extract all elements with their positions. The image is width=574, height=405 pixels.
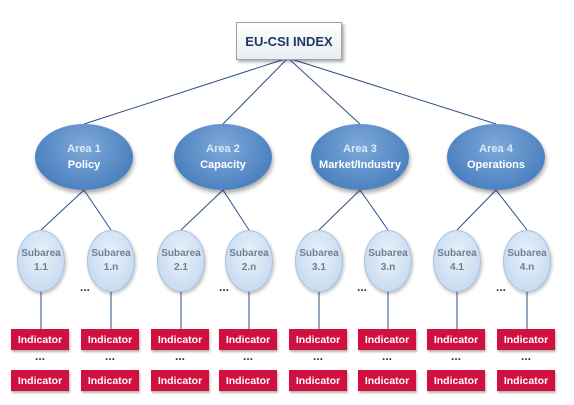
indicator-1-1-top: Indicator (11, 329, 69, 350)
indicator-3-1-bottom: Indicator (289, 370, 347, 391)
subarea-node-1-1: Subarea 1.1 (17, 230, 65, 292)
area-3-number: Area 3 (343, 142, 377, 155)
indicator-4-n-bottom: Indicator (497, 370, 555, 391)
root-node: EU-CSI INDEX (236, 22, 342, 60)
area-2-to-subarea-n-line (222, 189, 250, 231)
indicator-ellipsis-4-1: ... (450, 349, 461, 363)
indicator-ellipsis-1-n: ... (104, 349, 115, 363)
subarea-node-2-n: Subarea 2.n (225, 230, 273, 292)
subarea-label: Subarea (507, 247, 547, 259)
subarea-label: Subarea (91, 247, 131, 259)
subarea-label: Subarea (299, 247, 339, 259)
area-4-number: Area 4 (479, 142, 513, 155)
indicator-1-n-top: Indicator (81, 329, 139, 350)
root-to-area-2-line (222, 57, 289, 125)
subarea-node-1-n: Subarea 1.n (87, 230, 135, 292)
root-label: EU-CSI INDEX (245, 33, 333, 49)
area-node-3: Area 3 Market/Industry (311, 124, 409, 190)
indicator-4-n-top: Indicator (497, 329, 555, 350)
indicator-4-1-bottom: Indicator (427, 370, 485, 391)
indicator-4-1-top: Indicator (427, 329, 485, 350)
area-2-number: Area 2 (206, 142, 240, 155)
subarea-id: 3.n (380, 262, 396, 273)
subarea-label: Subarea (368, 247, 408, 259)
subarea-ellipsis-1: ... (79, 280, 90, 294)
indicator-3-n-top: Indicator (358, 329, 416, 350)
subarea-id: 3.1 (312, 262, 326, 273)
area-1-number: Area 1 (67, 142, 101, 155)
indicator-ellipsis-2-n: ... (242, 349, 253, 363)
area-3-name: Market/Industry (319, 159, 401, 171)
indicator-ellipsis-1-1: ... (34, 349, 45, 363)
subarea-id: 4.n (519, 262, 535, 273)
area-1-to-subarea-1-line (40, 189, 85, 231)
subarea-node-2-1: Subarea 2.1 (157, 230, 205, 292)
root-to-area-1-line (83, 57, 289, 125)
area-3-to-subarea-n-line (359, 189, 389, 231)
subarea-node-3-1: Subarea 3.1 (295, 230, 343, 292)
subarea-ellipsis-3: ... (356, 280, 367, 294)
area-3-to-subarea-1-line (318, 189, 361, 231)
root-to-area-3-line (287, 57, 361, 125)
indicator-2-1-top: Indicator (151, 329, 209, 350)
indicator-ellipsis-3-1: ... (312, 349, 323, 363)
subarea-label: Subarea (437, 247, 477, 259)
indicator-3-n-bottom: Indicator (358, 370, 416, 391)
indicator-1-n-bottom: Indicator (81, 370, 139, 391)
subarea-id: 2.n (241, 262, 257, 273)
subarea-ellipsis-2: ... (218, 280, 229, 294)
area-node-1: Area 1 Policy (35, 124, 133, 190)
indicator-1-1-bottom: Indicator (11, 370, 69, 391)
area-2-name: Capacity (200, 159, 246, 171)
area-1-to-subarea-n-line (83, 189, 112, 231)
subarea-id: 4.1 (450, 262, 464, 273)
subarea-label: Subarea (161, 247, 201, 259)
indicator-3-1-top: Indicator (289, 329, 347, 350)
subarea-node-4-n: Subarea 4.n (503, 230, 551, 292)
indicator-ellipsis-4-n: ... (520, 349, 531, 363)
subarea-id: 1.1 (34, 262, 48, 273)
subarea-id: 2.1 (174, 262, 188, 273)
indicator-2-1-bottom: Indicator (151, 370, 209, 391)
area-4-to-subarea-n-line (495, 189, 528, 231)
indicator-ellipsis-3-n: ... (381, 349, 392, 363)
subarea-id: 1.n (103, 262, 119, 273)
indicator-2-n-bottom: Indicator (219, 370, 277, 391)
subarea-label: Subarea (21, 247, 61, 259)
subarea-node-4-1: Subarea 4.1 (433, 230, 481, 292)
area-node-2: Area 2 Capacity (174, 124, 272, 190)
area-1-name: Policy (67, 159, 101, 171)
area-2-to-subarea-1-line (180, 189, 224, 231)
subarea-ellipsis-4: ... (495, 280, 506, 294)
indicator-2-n-top: Indicator (219, 329, 277, 350)
area-4-to-subarea-1-line (456, 189, 497, 231)
area-4-name: Operations (466, 159, 526, 171)
subarea-label: Subarea (229, 247, 269, 259)
indicator-ellipsis-2-1: ... (174, 349, 185, 363)
root-to-area-4-line (287, 57, 497, 125)
area-node-4: Area 4 Operations (447, 124, 545, 190)
subarea-node-3-n: Subarea 3.n (364, 230, 412, 292)
